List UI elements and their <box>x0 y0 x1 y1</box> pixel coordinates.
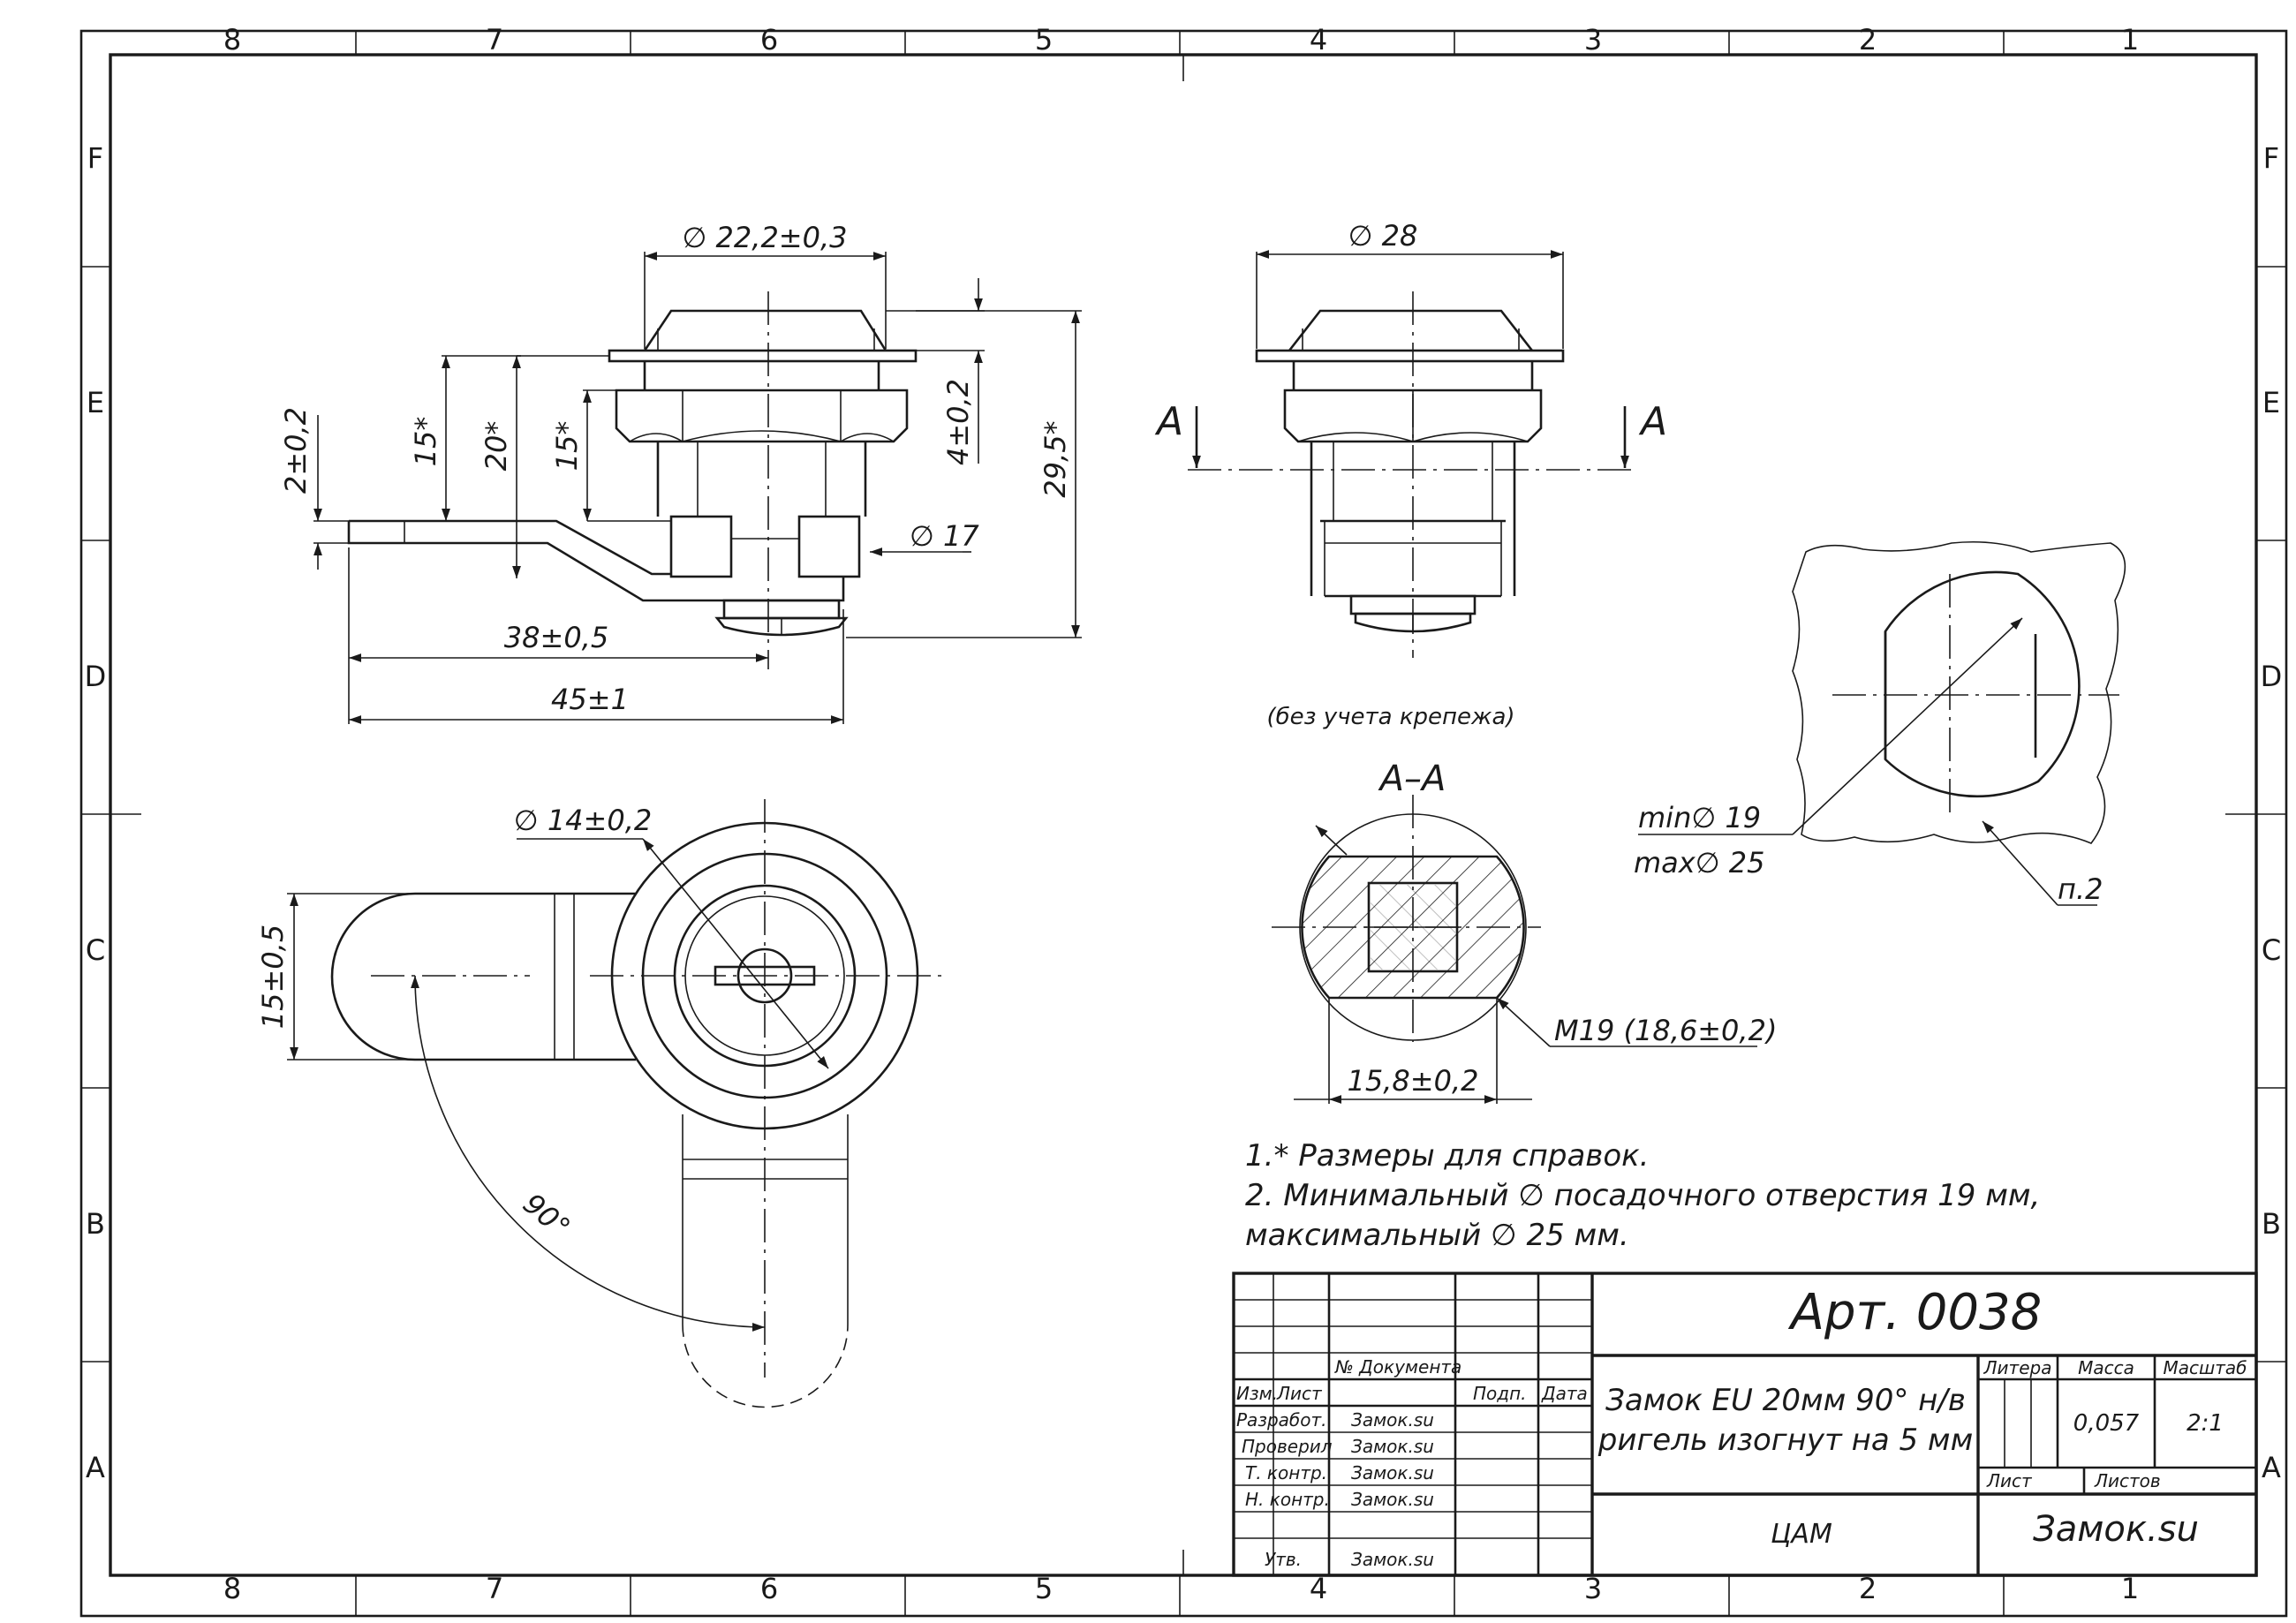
col-bottom-2: 2 <box>1859 1572 1877 1605</box>
hdr-data: Дата <box>1541 1383 1588 1404</box>
row-left-F: F <box>87 141 103 175</box>
hdr-doc: № Документа <box>1334 1356 1461 1378</box>
notes: 1.* Размеры для справок. 2. Минимальный … <box>1245 1138 2040 1253</box>
cutout-max: max∅ 25 <box>1634 846 1764 879</box>
side-view-note: (без учета крепежа) <box>1266 704 1514 730</box>
col-top-5: 5 <box>1035 23 1053 57</box>
row-left-C: C <box>86 933 105 967</box>
role-razrab: Разработ. <box>1236 1409 1326 1431</box>
col-top-7: 7 <box>486 23 503 57</box>
role-proveril: Проверил <box>1242 1436 1333 1457</box>
row-right-C: C <box>2262 933 2281 967</box>
dim-4: 4±0,2 <box>941 379 975 465</box>
row-left-D: D <box>85 660 107 693</box>
signer-1: Замок.su <box>1351 1409 1434 1431</box>
note-1: 1.* Размеры для справок. <box>1245 1138 1650 1174</box>
role-nkontr: Н. контр. <box>1245 1489 1330 1510</box>
col-bottom-1: 1 <box>2121 1572 2139 1605</box>
col-top-3: 3 <box>1584 23 1602 57</box>
cutout-min: min∅ 19 <box>1638 801 1761 834</box>
dim-dia-22: ∅ 22,2±0,3 <box>683 221 848 254</box>
row-right-D: D <box>2261 660 2283 693</box>
listov-label: Листов <box>2094 1470 2161 1491</box>
sheet-frame <box>79 29 2288 1618</box>
col-bottom-8: 8 <box>223 1572 241 1605</box>
row-right-F: F <box>2263 141 2279 175</box>
dim-angle-90: 90° <box>517 1187 577 1245</box>
masshtab-label: Масштаб <box>2163 1357 2247 1378</box>
dim-dia-14: ∅ 14±0,2 <box>514 804 652 837</box>
row-left-E: E <box>87 386 104 419</box>
col-top-6: 6 <box>760 23 778 57</box>
company: Замок.su <box>2033 1509 2199 1550</box>
role-tkontr: Т. контр. <box>1245 1462 1327 1483</box>
title-block <box>1232 1272 2258 1577</box>
dim-flat: 15,8±0,2 <box>1348 1064 1479 1098</box>
grid-labels: 8 7 6 5 4 3 2 1 8 7 6 5 4 3 2 1 F E D C … <box>85 23 2283 1605</box>
product-name-line1: Замок EU 20мм 90° н/в <box>1605 1383 1966 1418</box>
note-2: 2. Минимальный ∅ посадочного отверстия 1… <box>1245 1178 2040 1213</box>
row-left-B: B <box>86 1207 105 1241</box>
article-number: Арт. 0038 <box>1788 1284 2043 1341</box>
top-view <box>330 799 945 1408</box>
col-bottom-6: 6 <box>760 1572 778 1605</box>
front-view <box>347 291 918 658</box>
masshtab-value: 2:1 <box>2186 1410 2224 1437</box>
note-3: максимальный ∅ 25 мм. <box>1245 1218 1629 1253</box>
signer-4: Замок.su <box>1351 1489 1434 1510</box>
row-right-B: B <box>2262 1207 2281 1241</box>
massa-value: 0,057 <box>2073 1410 2140 1437</box>
litera-label: Литера <box>1983 1357 2052 1378</box>
dim-38: 38±0,5 <box>504 621 608 654</box>
cutout-ref: п.2 <box>2058 872 2103 906</box>
section-title: А–А <box>1378 759 1446 799</box>
row-right-A: A <box>2262 1451 2281 1484</box>
col-bottom-4: 4 <box>1310 1572 1327 1605</box>
role-utv: Утв. <box>1265 1549 1302 1570</box>
row-right-E: E <box>2262 386 2280 419</box>
col-bottom-5: 5 <box>1035 1572 1053 1605</box>
signer-5: Замок.su <box>1351 1549 1434 1570</box>
cutout-detail: min∅ 19 max∅ 25 п.2 <box>1634 540 2126 906</box>
col-top-4: 4 <box>1310 23 1327 57</box>
hdr-podp: Подп. <box>1473 1383 1527 1404</box>
section-mark-a-left: A <box>1154 399 1183 444</box>
dim-dia-17: ∅ 17 <box>910 519 979 553</box>
col-top-8: 8 <box>223 23 241 57</box>
dim-45: 45±1 <box>551 683 629 716</box>
product-name-line2: ригель изогнут на 5 мм <box>1597 1423 1973 1458</box>
section-mark-a-right: A <box>1638 399 1667 444</box>
dim-29-5: 29,5* <box>1038 420 1072 497</box>
section-a-a: А–А M19 (18,6±0,2) 15,8±0,2 <box>1272 759 1777 1104</box>
dim-15-width: 15±0,5 <box>256 925 290 1029</box>
signer-2: Замок.su <box>1351 1436 1434 1457</box>
dim-20: 20* <box>480 421 513 472</box>
row-left-A: A <box>86 1451 105 1484</box>
title-block-text: Арт. 0038 Замок EU 20мм 90° н/в ригель и… <box>1236 1284 2247 1570</box>
front-view-dims: ∅ 22,2±0,3 15* 20* 15* 2±0,2 4±0,2 2 <box>279 221 1082 724</box>
dim-dia-28: ∅ 28 <box>1348 219 1418 253</box>
signer-3: Замок.su <box>1351 1462 1434 1483</box>
col-top-1: 1 <box>2121 23 2139 57</box>
col-bottom-3: 3 <box>1584 1572 1602 1605</box>
hdr-list: Лист <box>1276 1383 1323 1404</box>
col-bottom-7: 7 <box>486 1572 503 1605</box>
dim-thread: M19 (18,6±0,2) <box>1554 1014 1777 1047</box>
massa-label: Масса <box>2078 1357 2134 1378</box>
hdr-izm: Изм. <box>1236 1383 1278 1404</box>
list-label: Лист <box>1986 1470 2033 1491</box>
dim-15b: 15* <box>550 421 584 472</box>
dim-15a: 15* <box>409 417 442 467</box>
dim-2: 2±0,2 <box>279 407 313 494</box>
col-top-2: 2 <box>1859 23 1877 57</box>
side-view: A A <box>1154 291 1667 658</box>
side-view-dims: ∅ 28 (без учета крепежа) <box>1256 219 1564 730</box>
dept: ЦАМ <box>1771 1519 1832 1550</box>
